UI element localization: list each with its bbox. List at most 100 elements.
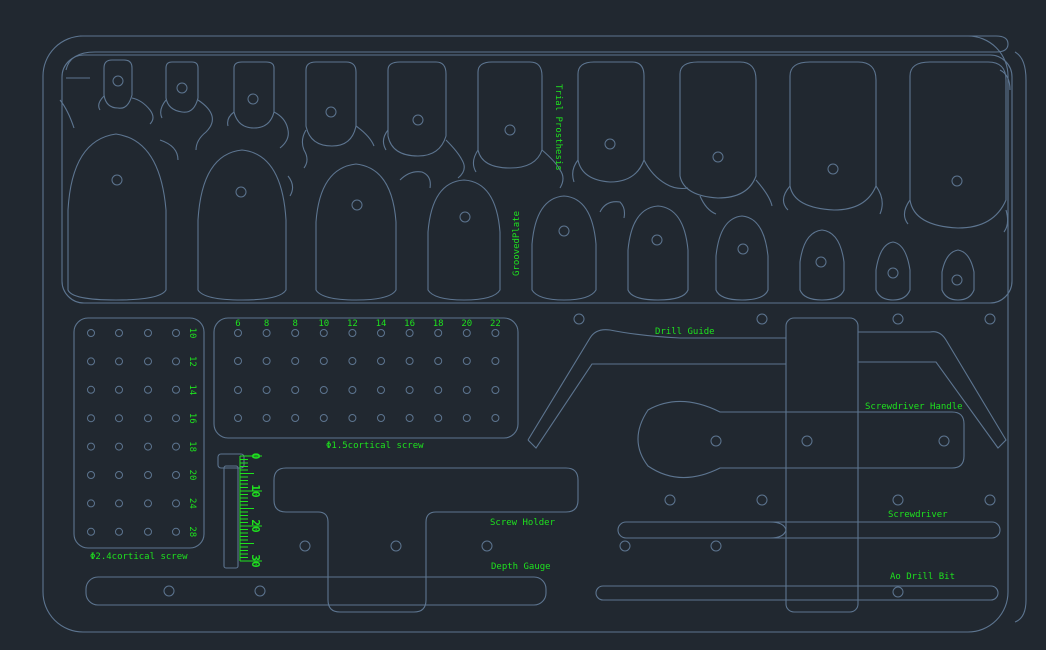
screw-hole [172, 329, 180, 337]
screw-15-size: 10 [318, 319, 329, 329]
screw-hole [377, 357, 385, 365]
screw-hole [491, 329, 500, 337]
label-drill-guide: Drill Guide [655, 327, 715, 337]
screw-15-size: 12 [347, 319, 358, 329]
screw-15-size: 22 [490, 319, 501, 329]
screw-hole [462, 357, 471, 365]
screw-hole [144, 357, 152, 366]
screw-hole [87, 442, 95, 451]
cortical-screw-15-block [213, 317, 519, 439]
screw-hole [491, 414, 500, 422]
screw-hole [144, 329, 152, 337]
label-screwdriver-handle: Screwdriver Handle [865, 402, 963, 412]
screw-hole [434, 329, 443, 337]
depth-gauge-slot [217, 453, 245, 569]
screw-24-size-labels: 10 12 14 16 18 20 24 28 [187, 328, 197, 538]
screw-hole [144, 442, 152, 451]
drill-guide-cutout [527, 313, 1007, 613]
screw-hole [319, 329, 328, 337]
screw-15-size: 16 [404, 319, 415, 329]
screw-hole [405, 329, 414, 337]
screw-hole [462, 329, 471, 337]
screw-hole [291, 414, 300, 422]
screw-hole [115, 414, 123, 423]
screw-hole [144, 471, 152, 479]
screw-holder-cutout [85, 467, 579, 613]
label-grooved-plate: GroovedPlate [512, 211, 522, 276]
gauge-number: 30 [249, 554, 262, 567]
label-depth-gauge: Depth Gauge [491, 562, 551, 572]
screw-hole [115, 385, 123, 394]
screw-hole [144, 499, 152, 508]
screw-24-size: 16 [187, 413, 197, 424]
screw-hole [144, 527, 152, 536]
screw-24-size: 12 [187, 356, 197, 367]
screw-hole [348, 329, 357, 337]
screw-hole [291, 357, 300, 365]
screw-hole [291, 386, 300, 394]
screw-hole [262, 357, 271, 365]
screw-24-size: 14 [187, 384, 197, 395]
screw-hole [172, 442, 180, 451]
screw-hole [172, 414, 180, 423]
screw-24-size: 24 [187, 498, 197, 509]
label-cortical-screw-15: Φ1.5cortical screw [326, 441, 424, 451]
gauge-number: 0 [249, 453, 262, 460]
label-cortical-screw-24: Φ2.4cortical screw [90, 552, 188, 562]
screw-hole [319, 357, 328, 365]
screw-hole [144, 414, 152, 423]
label-screwdriver: Screwdriver [888, 510, 948, 520]
screw-hole [348, 357, 357, 365]
screw-hole [115, 471, 123, 479]
screw-15-size: 8 [264, 319, 269, 329]
screw-hole [115, 357, 123, 366]
screw-hole [87, 527, 95, 536]
cortical-screw-24-block [73, 317, 205, 549]
screw-hole [319, 414, 328, 422]
screw-24-size: 28 [187, 526, 197, 537]
label-ao-drill-bit: Ao Drill Bit [890, 572, 955, 582]
screw-hole [462, 414, 471, 422]
screw-hole [234, 386, 242, 394]
screw-15-size: 6 [235, 319, 240, 329]
screw-24-holes [87, 329, 180, 536]
screw-15-size: 14 [376, 319, 387, 329]
screw-15-size: 8 [292, 319, 297, 329]
screw-hole [377, 329, 385, 337]
screw-hole [262, 386, 271, 394]
screw-hole [172, 499, 180, 508]
screw-hole [172, 471, 180, 479]
screw-hole [462, 386, 471, 394]
screw-hole [377, 414, 385, 422]
screw-hole [115, 527, 123, 536]
screw-24-size: 10 [187, 328, 197, 339]
screw-24-size: 20 [187, 470, 197, 481]
screw-hole [144, 385, 152, 394]
gauge-number: 20 [249, 519, 262, 532]
screw-hole [115, 329, 123, 337]
screw-hole [87, 385, 95, 394]
screw-hole [434, 386, 443, 394]
screw-hole [115, 442, 123, 451]
screw-15-holes [234, 329, 500, 422]
screw-hole [405, 386, 414, 394]
label-trial-prosthesis: Trial Prosthesis [553, 84, 563, 171]
screw-hole [87, 357, 95, 366]
screw-hole [491, 357, 500, 365]
screw-hole [172, 527, 180, 536]
screw-hole [262, 414, 271, 422]
screw-hole [377, 386, 385, 394]
screw-hole [348, 386, 357, 394]
screw-hole [434, 357, 443, 365]
screw-hole [262, 329, 271, 337]
screw-hole [87, 414, 95, 423]
screw-hole [234, 357, 242, 365]
screw-hole [405, 414, 414, 422]
screw-hole [87, 499, 95, 508]
screw-24-size: 18 [187, 441, 197, 452]
screw-hole [172, 385, 180, 394]
